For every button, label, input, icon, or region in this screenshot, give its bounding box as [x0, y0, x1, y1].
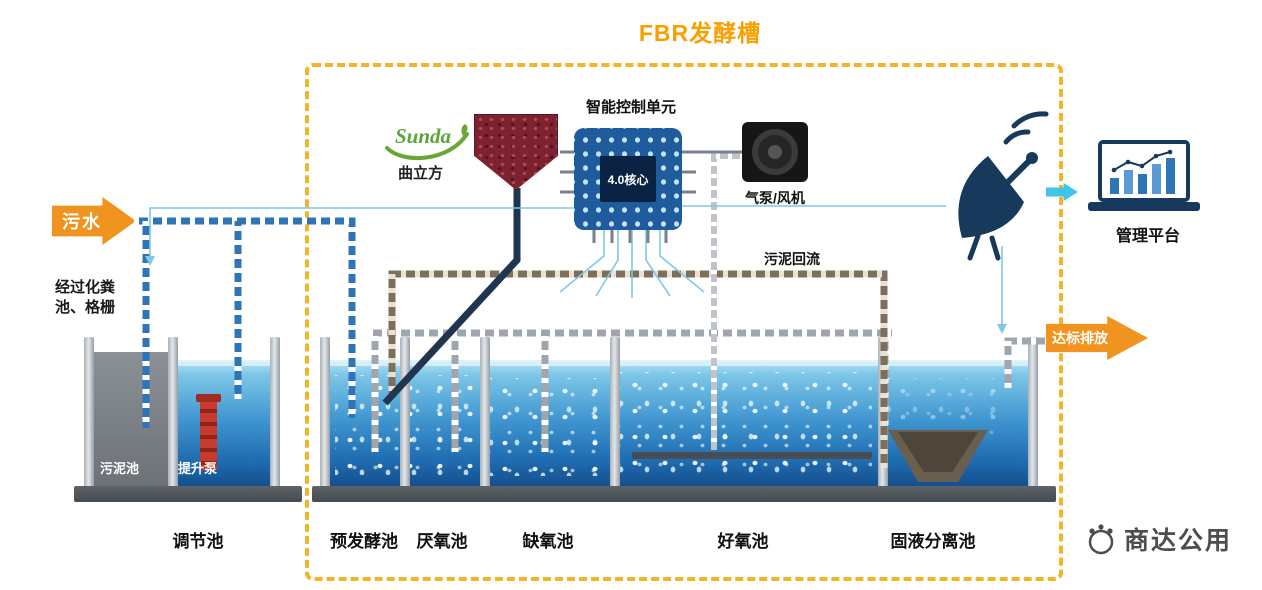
tank-wall — [168, 337, 178, 489]
lift-pump-label: 提升泵 — [178, 461, 218, 476]
fbr-system-boundary — [305, 63, 1063, 581]
tank-wall — [1028, 337, 1038, 489]
sunda-swoosh-icon — [385, 124, 469, 160]
media-feed-pipe — [382, 188, 521, 406]
arrowhead — [997, 324, 1007, 334]
control-signal-lines — [145, 205, 1007, 334]
tank-wall — [270, 337, 280, 489]
tank-base — [312, 486, 1056, 502]
sludge-return-pipe — [388, 270, 888, 468]
laptop-base — [1088, 202, 1200, 211]
compartment-label-anaerobic: 厌氧池 — [416, 532, 468, 551]
satellite-dish-icon — [958, 111, 1049, 261]
lift-pump-cap — [196, 394, 221, 402]
lift-pump-icon — [200, 400, 217, 470]
compartment-label-anoxic: 缺氧池 — [522, 532, 574, 551]
regulation-tank-label: 调节池 — [172, 532, 224, 551]
regulation-tank-water — [176, 360, 272, 486]
sludge-return-label: 污泥回流 — [764, 251, 820, 267]
tank-base — [74, 486, 302, 502]
company-name: 商达公用 — [1124, 527, 1233, 555]
data-link-arrow-icon — [1046, 183, 1078, 201]
company-brand: 商达公用 — [1082, 520, 1232, 558]
compartment-label-separation: 固液分离池 — [890, 532, 976, 551]
control-core: 4.0核心 — [600, 156, 656, 202]
distribution-pipe — [368, 329, 892, 452]
tank-wall — [320, 337, 330, 489]
laptop-icon — [1098, 140, 1190, 202]
control-unit-title: 智能控制单元 — [585, 99, 676, 116]
air-pipe — [711, 153, 744, 450]
tank-wall — [610, 337, 620, 489]
dashboard-chart-icon — [1110, 149, 1175, 194]
discharge-arrow-label: 达标排放 — [1052, 330, 1108, 346]
tank-wall — [480, 337, 490, 489]
diagram-title: FBR发酵槽 — [638, 20, 762, 46]
fan-hub — [768, 145, 782, 159]
water-surface — [325, 360, 1035, 366]
air-pump-label: 气泵/风机 — [745, 190, 805, 206]
sludge-pool-fill — [92, 352, 170, 486]
sunda-logo-text: Sunda — [395, 124, 452, 148]
tank-wall — [84, 337, 94, 489]
platform-label: 管理平台 — [1115, 228, 1180, 245]
compartment-label-aerobic: 好氧池 — [717, 532, 769, 551]
sunda-logo: Sunda — [383, 122, 473, 166]
compartment-label-prefermentation: 预发酵池 — [330, 532, 398, 551]
effluent-pipe — [1004, 337, 1056, 388]
influent-arrow-label: 污水 — [62, 212, 102, 232]
water-surface — [176, 360, 272, 366]
company-logo-icon — [1088, 524, 1114, 555]
air-pump-icon — [742, 122, 808, 182]
control-unit: 4.0核心 — [574, 128, 682, 230]
sludge-pool-label: 污泥池 — [100, 461, 140, 476]
influent-pipe — [134, 217, 356, 428]
arrowhead — [145, 256, 155, 266]
product-name: 曲立方 — [398, 165, 444, 182]
control-unit-pins — [560, 150, 742, 243]
pretreatment-note: 经过化粪池、格栅 — [55, 279, 116, 316]
